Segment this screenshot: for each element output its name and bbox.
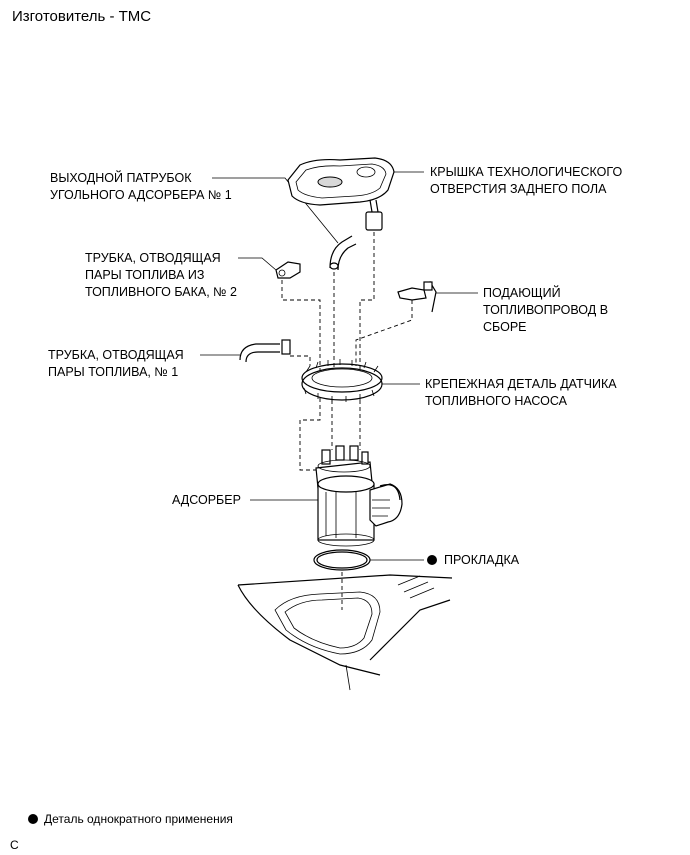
fuel-feed-tube — [397, 281, 437, 313]
manufacturer-title: Изготовитель - TMC — [12, 8, 152, 25]
label-service-hole-cover: КРЫШКА ТЕХНОЛОГИЧЕСКОГО ОТВЕРСТИЯ ЗАДНЕГ… — [430, 165, 623, 196]
legend-non-reusable: Деталь однократного применения — [28, 812, 233, 826]
service-hole-cover — [287, 157, 395, 231]
vapor-tube-2-clip — [275, 261, 301, 279]
label-gasket: ПРОКЛАДКА — [444, 553, 520, 567]
label-gauge-retainer: КРЕПЕЖНАЯ ДЕТАЛЬ ДАТЧИКА ТОПЛИВНОГО НАСО… — [425, 377, 617, 408]
canister-outlet-pipe — [329, 235, 357, 271]
adsorber-assembly — [315, 445, 403, 547]
figure-code: C — [10, 838, 19, 852]
gasket-ring — [313, 549, 437, 571]
label-vapor-tube-2: ТРУБКА, ОТВОДЯЩАЯ ПАРЫ ТОПЛИВА ИЗ ТОПЛИВ… — [85, 251, 237, 299]
leader-lines — [200, 171, 478, 561]
non-reusable-dot-icon — [28, 814, 38, 824]
label-canister-outlet: ВЫХОДНОЙ ПАТРУБОК УГОЛЬНОГО АДСОРБЕРА № … — [50, 171, 232, 202]
label-adsorber: АДСОРБЕР — [172, 493, 241, 507]
floor-panel — [237, 574, 453, 691]
legend-text: Деталь однократного применения — [44, 812, 233, 826]
gauge-retainer-ring — [301, 359, 383, 402]
vapor-tube-1 — [239, 339, 291, 363]
label-fuel-feed-tube: ПОДАЮЩИЙ ТОПЛИВОПРОВОД В СБОРЕ — [483, 286, 609, 334]
assembly-guide-lines — [281, 232, 413, 610]
label-vapor-tube-1: ТРУБКА, ОТВОДЯЩАЯ ПАРЫ ТОПЛИВА, № 1 — [48, 348, 184, 379]
